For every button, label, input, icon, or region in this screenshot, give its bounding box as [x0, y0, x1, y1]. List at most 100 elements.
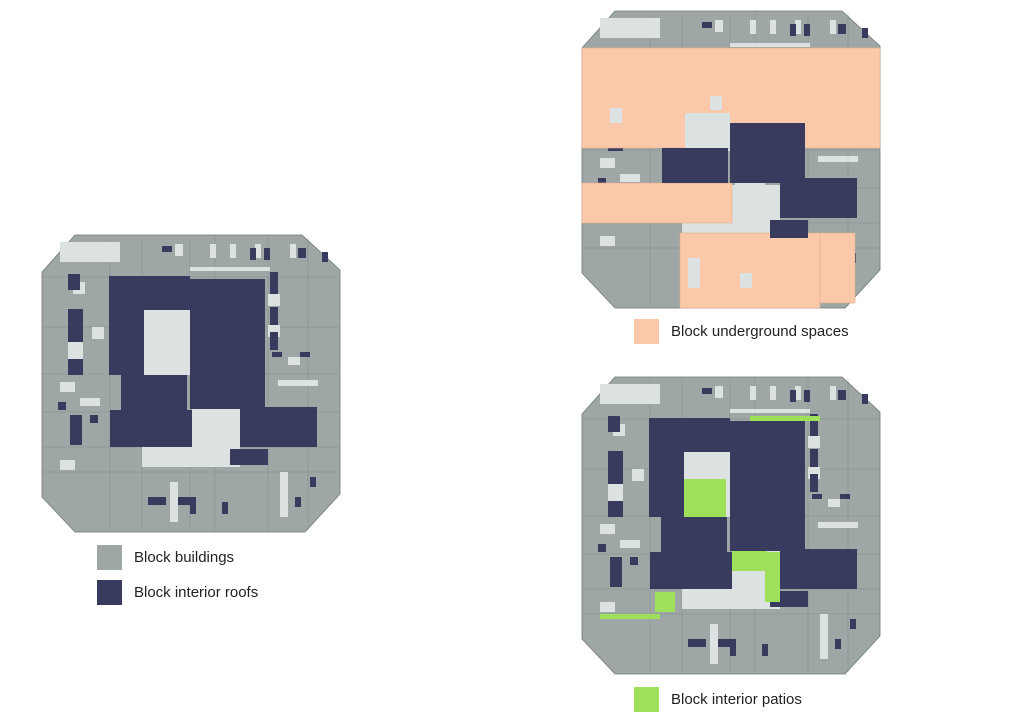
open-space	[288, 357, 300, 365]
interior-roof	[804, 390, 810, 402]
open-space	[175, 244, 183, 256]
interior-roof	[608, 451, 623, 484]
interior-roof	[190, 279, 265, 409]
open-space	[685, 113, 730, 148]
interior-patio	[684, 479, 726, 517]
interior-roof	[322, 252, 328, 262]
interior-roof	[230, 449, 268, 465]
open-space	[710, 624, 718, 664]
legend-buildings: Block buildings	[97, 545, 234, 570]
underground-space	[819, 232, 856, 304]
open-space	[60, 242, 120, 262]
open-space	[715, 20, 723, 32]
open-space	[808, 436, 820, 448]
open-space	[682, 589, 737, 609]
interior-roof	[762, 644, 768, 656]
interior-roof	[770, 220, 808, 238]
interior-roof	[730, 421, 805, 551]
interior-roof	[300, 352, 310, 357]
open-space	[730, 43, 810, 47]
interior-patio	[655, 592, 675, 612]
block-map-roofs	[41, 234, 341, 533]
interior-roof	[70, 415, 82, 445]
open-space	[170, 482, 178, 522]
open-space	[715, 386, 723, 398]
interior-roof	[850, 619, 856, 629]
interior-roof	[598, 178, 606, 186]
open-space	[68, 342, 83, 359]
open-space	[268, 294, 280, 306]
interior-roof	[110, 410, 192, 447]
interior-roof	[270, 272, 278, 294]
interior-roof	[810, 474, 818, 492]
interior-roof	[58, 402, 66, 410]
open-space	[92, 327, 104, 339]
open-space	[620, 540, 640, 548]
interior-roof	[310, 477, 316, 487]
open-space	[820, 614, 828, 659]
interior-roof	[862, 28, 868, 38]
open-space	[740, 273, 752, 288]
block-map-underground	[581, 10, 881, 309]
interior-roof	[68, 309, 83, 342]
open-space	[830, 20, 836, 34]
interior-roof	[804, 24, 810, 36]
underground-space	[581, 182, 733, 224]
open-space	[795, 20, 801, 34]
open-space	[710, 96, 722, 110]
legend-label-interior-roofs: Block interior roofs	[134, 584, 259, 601]
open-space	[600, 602, 615, 612]
legend-patios: Block interior patios	[634, 687, 802, 712]
interior-roof	[862, 394, 868, 404]
interior-roof	[688, 639, 706, 647]
interior-roof	[702, 22, 712, 28]
open-space	[770, 386, 776, 400]
interior-roof	[178, 497, 196, 505]
interior-roof	[730, 644, 736, 656]
interior-roof	[109, 276, 190, 310]
legend-swatch-underground	[634, 319, 659, 344]
open-space	[795, 386, 801, 400]
interior-roof	[780, 549, 857, 589]
interior-roof	[90, 415, 98, 423]
interior-roof	[270, 307, 278, 325]
interior-roof	[835, 639, 841, 649]
open-space	[818, 156, 858, 162]
legend-label-buildings: Block buildings	[134, 549, 235, 566]
interior-patio	[765, 552, 780, 602]
open-space	[210, 244, 216, 258]
interior-roof	[838, 24, 846, 34]
open-space	[750, 386, 756, 400]
open-space	[600, 236, 615, 246]
interior-roof	[162, 246, 172, 252]
interior-roof	[121, 375, 187, 410]
interior-roof	[780, 178, 857, 218]
interior-roof	[608, 501, 623, 517]
interior-roof	[718, 639, 736, 647]
open-space	[828, 499, 840, 507]
open-space	[600, 524, 615, 534]
interior-roof	[661, 517, 727, 552]
interior-roof	[272, 352, 282, 357]
interior-roof	[222, 502, 228, 514]
open-space	[142, 447, 197, 467]
interior-patio	[750, 416, 820, 421]
interior-roof	[662, 148, 728, 183]
interior-roof	[240, 407, 317, 447]
legend-label-underground: Block underground spaces	[671, 323, 849, 340]
legend-underground: Block underground spaces	[634, 319, 849, 344]
interior-patio	[732, 551, 767, 571]
interior-roof	[630, 557, 638, 565]
legend-label-patios: Block interior patios	[671, 691, 802, 708]
open-space	[730, 409, 810, 413]
legend-swatch-buildings	[97, 545, 122, 570]
interior-roof	[650, 552, 732, 589]
legend-swatch-patios	[634, 687, 659, 712]
open-space	[830, 386, 836, 400]
open-space	[750, 20, 756, 34]
interior-roof	[649, 452, 684, 517]
interior-roof	[250, 248, 256, 260]
open-space	[608, 484, 623, 501]
open-space	[600, 158, 615, 168]
